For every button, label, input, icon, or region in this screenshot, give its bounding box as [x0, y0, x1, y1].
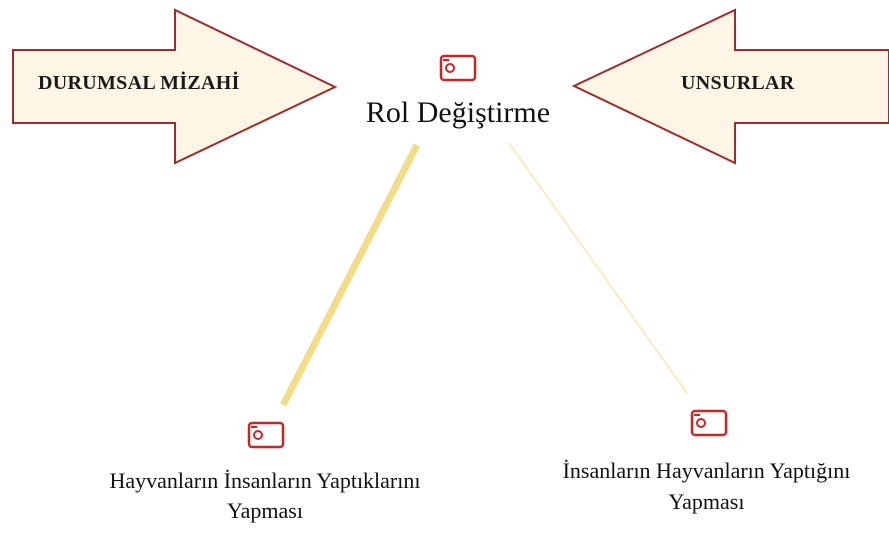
- center-node-icon[interactable]: [439, 54, 477, 82]
- left-arrow-label: DURUMSAL MİZAHİ: [38, 72, 240, 94]
- right-arrow-shape: [571, 8, 889, 165]
- right-child-label-line2: Yapması: [668, 489, 745, 514]
- left-child-node-icon[interactable]: [247, 421, 285, 449]
- right-child-label-line1: İnsanların Hayvanların Yaptığını: [562, 458, 851, 483]
- link-center-to-right-child: [508, 142, 688, 394]
- link-center-to-left-child: [279, 143, 421, 407]
- left-arrow-shape: [12, 8, 338, 165]
- right-arrow-label: UNSURLAR: [681, 72, 795, 94]
- left-child-label-line1: Hayvanların İnsanların Yaptıklarını: [109, 468, 421, 493]
- left-child-label-line2: Yapması: [226, 498, 303, 523]
- right-child-node-icon[interactable]: [690, 409, 728, 437]
- left-child-node-label: Hayvanların İnsanların Yaptıklarını Yapm…: [70, 466, 460, 526]
- right-child-node-label: İnsanların Hayvanların Yaptığını Yapması: [524, 455, 889, 517]
- center-node-label: Rol Değiştirme: [365, 96, 551, 129]
